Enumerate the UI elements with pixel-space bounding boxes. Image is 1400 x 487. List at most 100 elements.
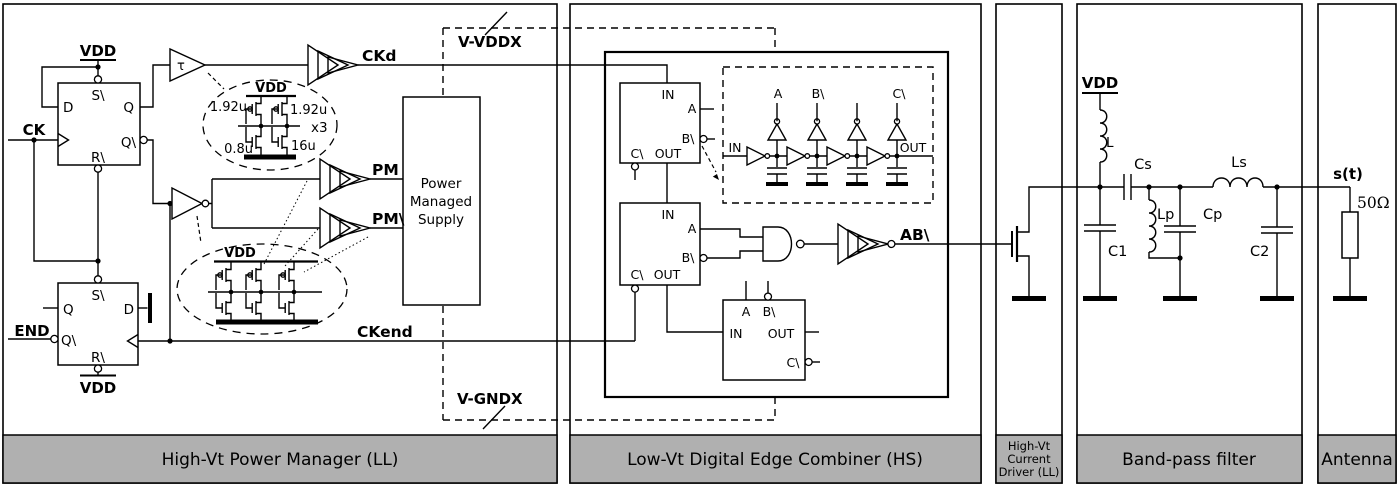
current-driver-section (1011, 186, 1100, 301)
cell2-in: IN (661, 207, 674, 222)
power-domain-dashed-box: V-VDDX V-GNDX (442, 11, 776, 430)
cell2-out: OUT (654, 267, 681, 282)
chain-inverter (746, 146, 771, 166)
pm-inverter (171, 186, 210, 221)
resetb-bubble (93, 364, 103, 373)
ff2-qb: Q\ (61, 333, 77, 349)
section-title-bandpass: Band-pass filter (1122, 450, 1256, 470)
inverter-detail-ellipse-top: VDD 1.92u 1.92u x3 16u 0.8u (202, 79, 338, 171)
cell3-in: IN (729, 326, 742, 341)
nand-gate (762, 226, 805, 262)
qb-bubble (50, 334, 59, 344)
qb-bubble (139, 135, 148, 145)
ckd-label: CKd (362, 47, 396, 65)
load-label: 50Ω (1357, 194, 1390, 212)
supply-line1: Power (421, 176, 462, 192)
edge-cell-2: IN A B\ C\ OUT (619, 202, 708, 293)
section-title-driver-3: Driver (LL) (999, 465, 1060, 479)
ckd-buffer (307, 44, 359, 86)
callout-dotted (262, 180, 308, 267)
ind-lp: Lp (1148, 187, 1180, 259)
vdd-label: VDD (224, 246, 256, 261)
cell1-bb: B\ (682, 131, 696, 146)
ab-buffer-bubble (887, 239, 896, 249)
delay-chain-detail-box: A B\ C\ IN OUT (722, 66, 934, 204)
ff2-sb: S\ (91, 288, 105, 304)
edge-combiner-section: IN A B\ C\ OUT IN A B\ C\ OUT A B\ IN OU… (603, 50, 1012, 399)
cap-c1: C1 (1083, 187, 1127, 301)
pmb-buffer (319, 207, 371, 249)
footer-bar-bandpass (1076, 434, 1303, 484)
ff1-q: Q (123, 100, 134, 116)
detail-out: OUT (900, 140, 927, 155)
pmos-width-1: 1.92u (210, 100, 247, 115)
cap-cp: Cp (1163, 187, 1222, 301)
tap-mid (844, 103, 870, 186)
cell3-cb: C\ (787, 355, 801, 370)
callout-leader (196, 215, 202, 244)
vdd-label: VDD (1082, 74, 1119, 92)
pmb-label: PM\ (372, 210, 405, 228)
load-resistor (1341, 211, 1359, 259)
detail-a: A (774, 86, 783, 101)
ff2-rb: R\ (91, 350, 105, 366)
cell1-out: OUT (655, 146, 682, 161)
nmos-drain-wire (1017, 186, 1100, 233)
detail-bb: B\ (812, 86, 826, 101)
ls-label: Ls (1231, 155, 1247, 171)
ck-label: CK (23, 121, 47, 139)
supply-line2: Managed (410, 194, 472, 210)
cell2-bb: B\ (682, 250, 696, 265)
st-label: s(t) (1333, 165, 1363, 183)
bandpass-filter-section: VDD L C1 Cs Lp (1082, 74, 1350, 301)
vdd-label: VDD (255, 81, 287, 96)
chain-inverter (826, 146, 851, 166)
ff2-q: Q (63, 302, 74, 318)
cs-label: Cs (1134, 157, 1152, 173)
nmos-source-wire (1017, 255, 1030, 296)
callout-leader (207, 72, 225, 90)
cap-c2: C2 (1250, 187, 1294, 301)
section-title-driver-1: High-Vt (1008, 439, 1051, 453)
footer-bar-power-manager (2, 434, 558, 484)
setb-bubble (93, 75, 103, 84)
antenna-section: s(t) 50Ω (1333, 165, 1390, 301)
chain-inverter (866, 146, 891, 166)
ff1-rb: R\ (91, 150, 105, 166)
cell1-cb: C\ (631, 146, 645, 161)
detail-in: IN (728, 140, 741, 155)
cp-label: Cp (1203, 207, 1222, 223)
section-title-antenna: Antenna (1321, 450, 1393, 470)
ab-label: AB\ (900, 226, 930, 244)
ff2-d: D (124, 302, 134, 318)
ckend-label: CKend (357, 323, 413, 341)
l-label: L (1106, 135, 1114, 151)
setb-bubble (93, 275, 103, 284)
nmos-width-1: 0.8u (224, 142, 253, 157)
pm-buffer (319, 158, 371, 200)
section-title-edge-combiner: Low-Vt Digital Edge Combiner (HS) (627, 450, 923, 470)
vdd-top-label: VDD (80, 42, 117, 60)
cell2-cb: C\ (631, 267, 645, 282)
detail-cb: C\ (893, 86, 907, 101)
section-frames: High-Vt Power Manager (LL) Low-Vt Digita… (2, 3, 1397, 484)
cell3-out: OUT (768, 326, 795, 341)
callout-dotted (303, 236, 369, 273)
footer-bar-edge-combiner (569, 434, 982, 484)
bus-slash-bottom (482, 405, 506, 430)
callout-leader (701, 145, 717, 173)
wires (8, 59, 668, 377)
ab-buffer (837, 223, 889, 265)
nmos-width-2: 16u (291, 139, 316, 154)
cell2-a: A (688, 221, 697, 236)
wires (634, 108, 1012, 363)
cell1-a: A (688, 101, 697, 116)
c1-label: C1 (1108, 244, 1127, 260)
section-title-power-manager: High-Vt Power Manager (LL) (162, 450, 399, 470)
ff1-qb: Q\ (121, 135, 137, 151)
clock-triangle (126, 333, 139, 349)
lp-label: Lp (1157, 207, 1174, 223)
end-label: END (14, 322, 49, 340)
